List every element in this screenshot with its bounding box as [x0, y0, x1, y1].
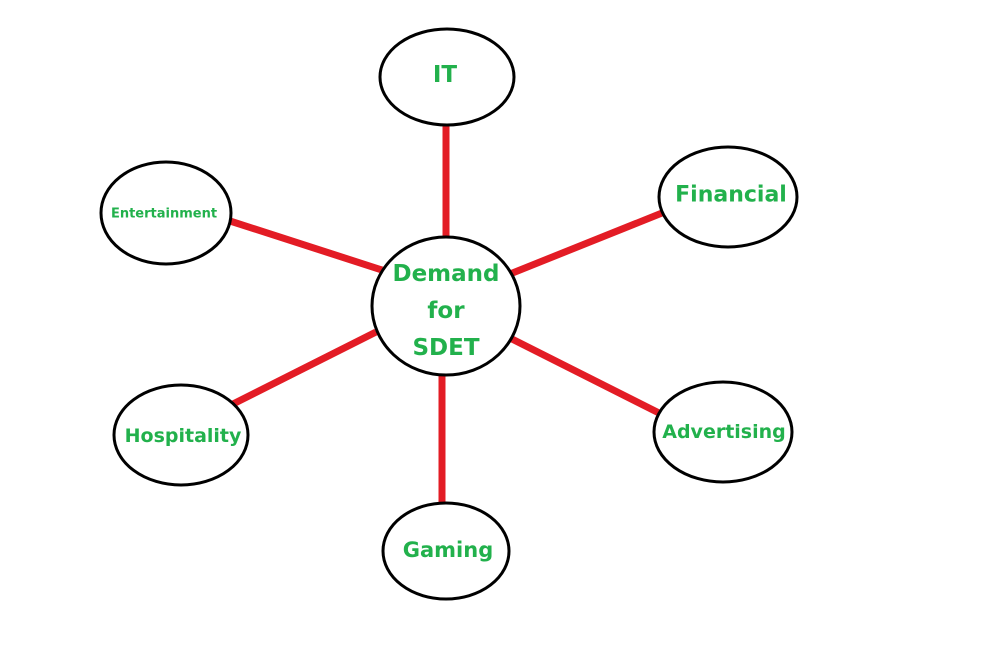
- connector-hospitality: [231, 328, 378, 408]
- node-hospitality: Hospitality: [112, 383, 250, 487]
- node-financial-ellipse: [657, 145, 799, 249]
- node-entertainment-ellipse: [99, 160, 233, 266]
- connectors: [228, 124, 664, 504]
- node-entertainment: Entertainment: [99, 160, 233, 266]
- node-gaming-ellipse: [381, 501, 511, 601]
- node-it-label: IT: [433, 62, 458, 88]
- connector-advertising: [510, 335, 661, 417]
- center-line-1: Demand: [392, 261, 499, 287]
- center-line-2: for: [427, 298, 465, 324]
- node-gaming-label: Gaming: [403, 538, 493, 562]
- node-advertising-ellipse: [652, 380, 794, 484]
- node-advertising-label: Advertising: [662, 421, 786, 443]
- node-financial: Financial: [657, 145, 799, 249]
- node-gaming: Gaming: [381, 501, 511, 601]
- node-hospitality-label: Hospitality: [125, 425, 242, 447]
- connector-entertainment: [228, 217, 384, 274]
- connector-financial: [508, 209, 664, 278]
- center-node: Demand for SDET: [370, 235, 522, 377]
- node-it: IT: [378, 27, 516, 127]
- node-entertainment-label: Entertainment: [111, 207, 217, 222]
- node-financial-label: Financial: [675, 183, 787, 208]
- center-node-ellipse: [370, 235, 522, 377]
- node-advertising: Advertising: [652, 380, 794, 484]
- node-hospitality-ellipse: [112, 383, 250, 487]
- node-it-ellipse: [378, 27, 516, 127]
- center-line-3: SDET: [412, 335, 479, 361]
